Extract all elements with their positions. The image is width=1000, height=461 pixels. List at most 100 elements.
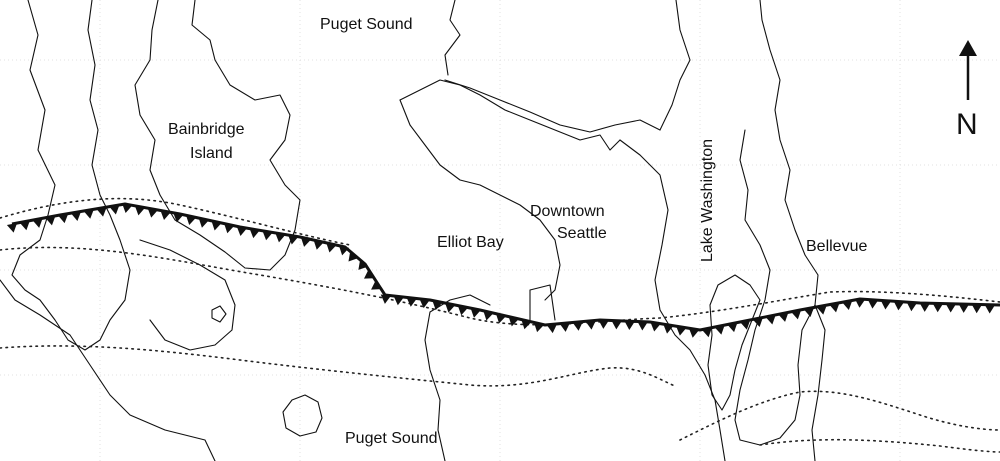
fault-tooth [790,309,802,320]
fault-tooth [45,215,56,226]
coastline-lake-washington-east [734,0,819,446]
fault-trace [11,202,1000,332]
fault-tooth [109,204,120,215]
fault-tooth [559,322,571,332]
fault-tooth [727,322,738,333]
contour-line-2 [0,246,1000,326]
fault-tooth [971,304,983,314]
label-bainbridge-line2: Island [190,145,233,162]
label-lake-washington: Lake Washington [699,139,716,262]
fault-tooth [275,232,286,243]
fault-tooth [338,245,350,256]
place-labels: Puget Sound Bainbridge Island Downtown S… [168,16,867,447]
coastline-blake-island [282,394,323,437]
fault-tooth [585,320,596,330]
fault-tooth [752,317,763,328]
fault-tooth [300,237,312,247]
fault-tooth [6,223,18,233]
coastlines [0,0,826,461]
coastline-mercer-island [707,274,761,411]
fault-tooth [906,302,918,312]
fault-tooth [364,269,375,279]
label-downtown-line1: Downtown [530,203,605,220]
coastline-south-kitsap [0,279,216,461]
fault-tooth [406,297,417,307]
fault-tooth [663,324,674,334]
fault-tooth [816,305,827,315]
fault-tooth [432,300,443,311]
coastline-elliott-bay-north [399,99,561,301]
fault-tooth [173,212,184,223]
fault-tooth [32,218,43,228]
fault-tooth [326,242,337,253]
fault-tooth [470,308,481,318]
fault-tooth [676,326,687,336]
fault-tooth [288,235,299,245]
fault-tooth [457,305,469,316]
fault-tooth [419,298,430,309]
seattle-fault-line [6,202,1000,338]
north-arrow-icon: N [956,40,978,141]
fault-tooth [572,321,583,331]
contour-lines [0,197,1000,453]
fault-tooth [249,228,260,239]
fault-tooth [70,211,82,221]
fault-tooth [984,304,996,314]
fault-tooth [829,302,840,313]
fault-tooth [147,208,158,218]
fault-tooth [185,215,197,225]
north-arrow-letter: N [956,108,978,141]
fault-tooth [867,299,879,309]
fault-tooth [740,319,751,330]
fault-tooth [714,325,725,335]
fault-tooth [371,280,382,290]
contour-line-4 [679,390,1000,441]
fault-tooth [236,226,248,236]
fault-tooth [701,327,712,338]
fault-tooth [854,298,866,308]
label-puget-sound-south: Puget Sound [345,430,438,447]
fault-tooth [958,303,970,313]
fault-tooth [393,295,404,306]
fault-tooth [598,319,609,329]
fault-tooth [262,230,273,241]
fault-tooth [508,316,519,327]
fault-tooth [57,213,69,224]
label-elliot-bay: Elliot Bay [437,234,504,251]
fault-tooth [358,259,369,270]
coastline-duwamish [529,284,556,321]
coastline-rich-passage [139,239,236,351]
fault-tooth [842,300,853,310]
fault-tooth [611,320,622,330]
coastline-kitsap-west [11,0,131,351]
fault-tooth [932,303,944,313]
label-puget-sound-north: Puget Sound [320,16,413,33]
coastline-ship-canal [444,79,661,133]
fault-tooth [483,310,494,321]
label-bainbridge-line1: Bainbridge [168,121,245,138]
coastline-magnolia [399,79,621,151]
fault-tooth [445,303,456,313]
fault-tooth [19,220,30,231]
fault-tooth [495,313,507,324]
fault-tooth [624,320,635,330]
label-bellevue: Bellevue [806,238,867,255]
fault-tooth [122,203,133,214]
fault-tooth [198,218,209,228]
fault-tooth [313,240,324,250]
fault-tooth [380,294,392,304]
fault-tooth [880,300,892,310]
coastline-bainbridge-island [134,0,301,271]
fault-tooth [765,314,776,325]
fault-tooth [533,322,545,333]
fault-tooth [778,312,789,322]
fault-tooth [919,302,931,312]
fault-tooth [546,323,558,334]
coastline-north-seattle [444,0,691,131]
fault-tooth [348,251,359,262]
contour-line-5 [759,438,1000,453]
contour-line-3 [0,345,676,387]
